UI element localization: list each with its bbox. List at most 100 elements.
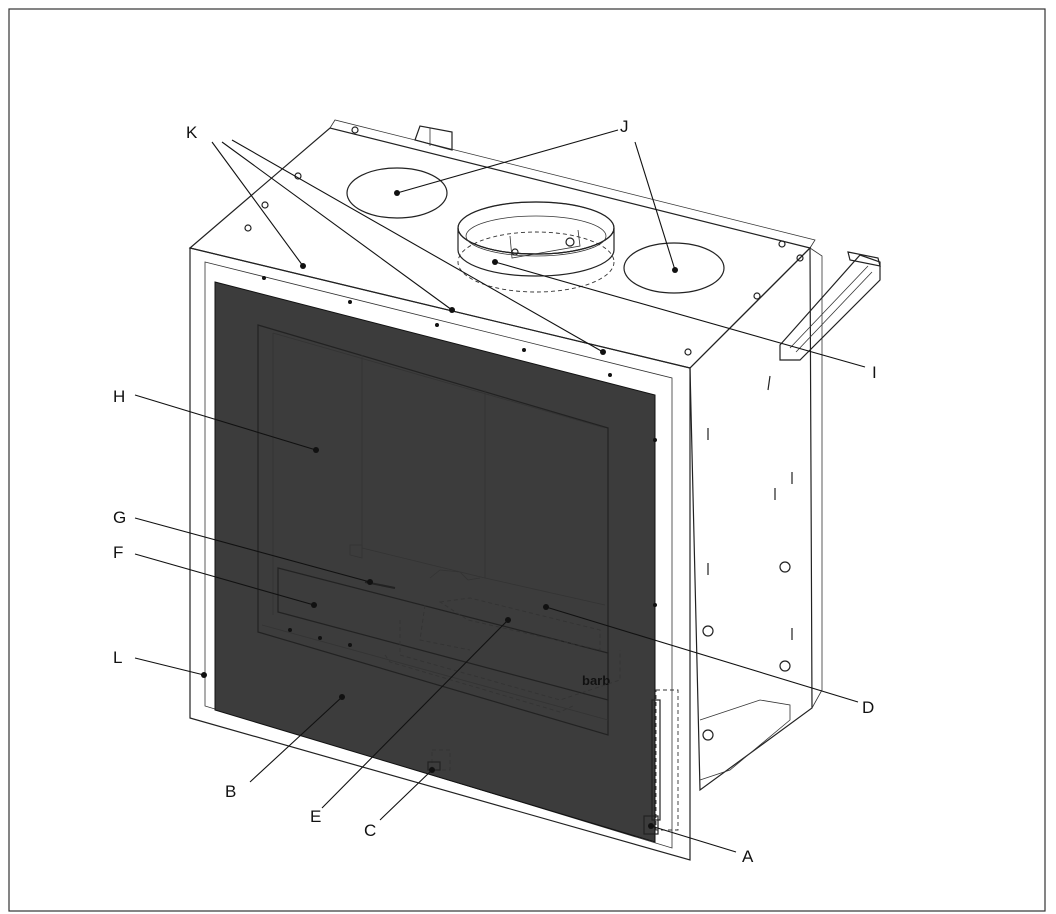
top-screw bbox=[261, 201, 269, 209]
top-screw bbox=[796, 254, 804, 262]
firebox-top-edge bbox=[272, 332, 606, 429]
firebox-floor-step bbox=[429, 569, 481, 581]
side-bolt bbox=[702, 729, 714, 741]
callout-i: I bbox=[872, 363, 877, 382]
callout-h: H bbox=[113, 387, 125, 406]
leader-k-1 bbox=[211, 141, 304, 267]
flue-collar-inner bbox=[457, 201, 615, 255]
target-c bbox=[429, 767, 435, 773]
wall-bracket-tab bbox=[847, 251, 881, 267]
leader-h bbox=[134, 394, 317, 451]
leader-k-3 bbox=[231, 139, 604, 353]
target-i bbox=[492, 259, 498, 265]
ledge-screw bbox=[288, 628, 292, 632]
leader-k-2 bbox=[221, 141, 453, 311]
top-screw bbox=[351, 126, 359, 134]
leader-f bbox=[134, 553, 315, 606]
side-bolt bbox=[779, 660, 791, 672]
frame-screw bbox=[262, 276, 266, 280]
glass-door bbox=[257, 324, 609, 736]
flue-collar-opening bbox=[465, 215, 607, 257]
damper-pivot bbox=[565, 237, 575, 247]
leader-l bbox=[134, 657, 205, 676]
frame-screw bbox=[522, 348, 526, 352]
callout-b: B bbox=[225, 782, 236, 801]
callout-j: J bbox=[620, 117, 629, 136]
damper-pivot bbox=[511, 248, 519, 256]
callout-d: D bbox=[862, 698, 874, 717]
lower-ledge bbox=[261, 624, 609, 721]
leader-i bbox=[494, 261, 866, 368]
side-slot bbox=[767, 375, 771, 391]
ash-pan-side bbox=[419, 604, 471, 651]
ledge-screw bbox=[318, 636, 322, 640]
door-handle-bar bbox=[651, 699, 661, 821]
target-j-1 bbox=[394, 190, 400, 196]
target-k-1 bbox=[300, 263, 306, 269]
callout-c: C bbox=[364, 821, 376, 840]
frame-screw bbox=[608, 373, 612, 377]
firebox-notch bbox=[349, 544, 363, 559]
callout-e: E bbox=[310, 807, 321, 826]
leader-j-1 bbox=[396, 129, 619, 194]
target-j-2 bbox=[672, 267, 678, 273]
callout-f: F bbox=[113, 543, 123, 562]
leader-e bbox=[321, 619, 509, 809]
target-l bbox=[201, 672, 207, 678]
ledge-screw bbox=[348, 643, 352, 647]
frame-screw bbox=[435, 323, 439, 327]
ash-grate bbox=[438, 597, 601, 651]
decorative-surround bbox=[214, 281, 656, 843]
firebox-floor-line bbox=[361, 547, 606, 606]
figure-border bbox=[8, 8, 1046, 912]
side-lower-bracket bbox=[699, 699, 791, 781]
target-e bbox=[505, 617, 511, 623]
target-b bbox=[339, 694, 345, 700]
flue-damper bbox=[509, 229, 581, 259]
target-a bbox=[648, 823, 654, 829]
fire-bar bbox=[277, 567, 609, 701]
top-screw bbox=[753, 292, 761, 300]
door-handle-hidden bbox=[655, 689, 679, 831]
top-screw bbox=[778, 240, 786, 248]
top-panel-rim bbox=[329, 119, 816, 249]
top-screw bbox=[684, 348, 692, 356]
brand-mark: barb bbox=[582, 673, 610, 688]
callout-a: A bbox=[742, 847, 754, 866]
target-h bbox=[313, 447, 319, 453]
side-panel-rim bbox=[809, 247, 823, 709]
blanking-plate-right bbox=[623, 242, 725, 294]
front-frame-inner bbox=[204, 261, 673, 849]
frame-screw bbox=[348, 300, 352, 304]
ash-pan-outline bbox=[399, 620, 621, 701]
collar-hidden-outline bbox=[457, 231, 615, 293]
bottom-latch-hidden bbox=[431, 749, 451, 771]
target-f bbox=[311, 602, 317, 608]
leader-j-2 bbox=[634, 141, 676, 271]
side-bolt bbox=[702, 625, 714, 637]
leader-c bbox=[379, 769, 433, 821]
side-bolt bbox=[779, 561, 791, 573]
wall-bracket-slot bbox=[795, 271, 873, 353]
rear-bracket bbox=[414, 125, 453, 151]
callout-l: L bbox=[113, 648, 122, 667]
leader-b bbox=[249, 696, 343, 783]
front-frame-outer bbox=[189, 247, 691, 861]
door-handle bbox=[643, 815, 659, 835]
frame-screw bbox=[653, 438, 657, 442]
target-g bbox=[367, 579, 373, 585]
blanking-plate-left bbox=[346, 167, 448, 219]
wall-bracket-slot bbox=[789, 265, 869, 349]
target-k-2 bbox=[449, 307, 455, 313]
callout-k: K bbox=[186, 123, 198, 142]
flue-collar-ring bbox=[457, 227, 615, 277]
frame-screw bbox=[653, 603, 657, 607]
top-screw bbox=[244, 224, 252, 232]
target-d bbox=[543, 604, 549, 610]
callout-g: G bbox=[113, 508, 126, 527]
leader-g bbox=[134, 517, 371, 583]
target-k-3 bbox=[600, 349, 606, 355]
leader-d bbox=[545, 606, 859, 703]
